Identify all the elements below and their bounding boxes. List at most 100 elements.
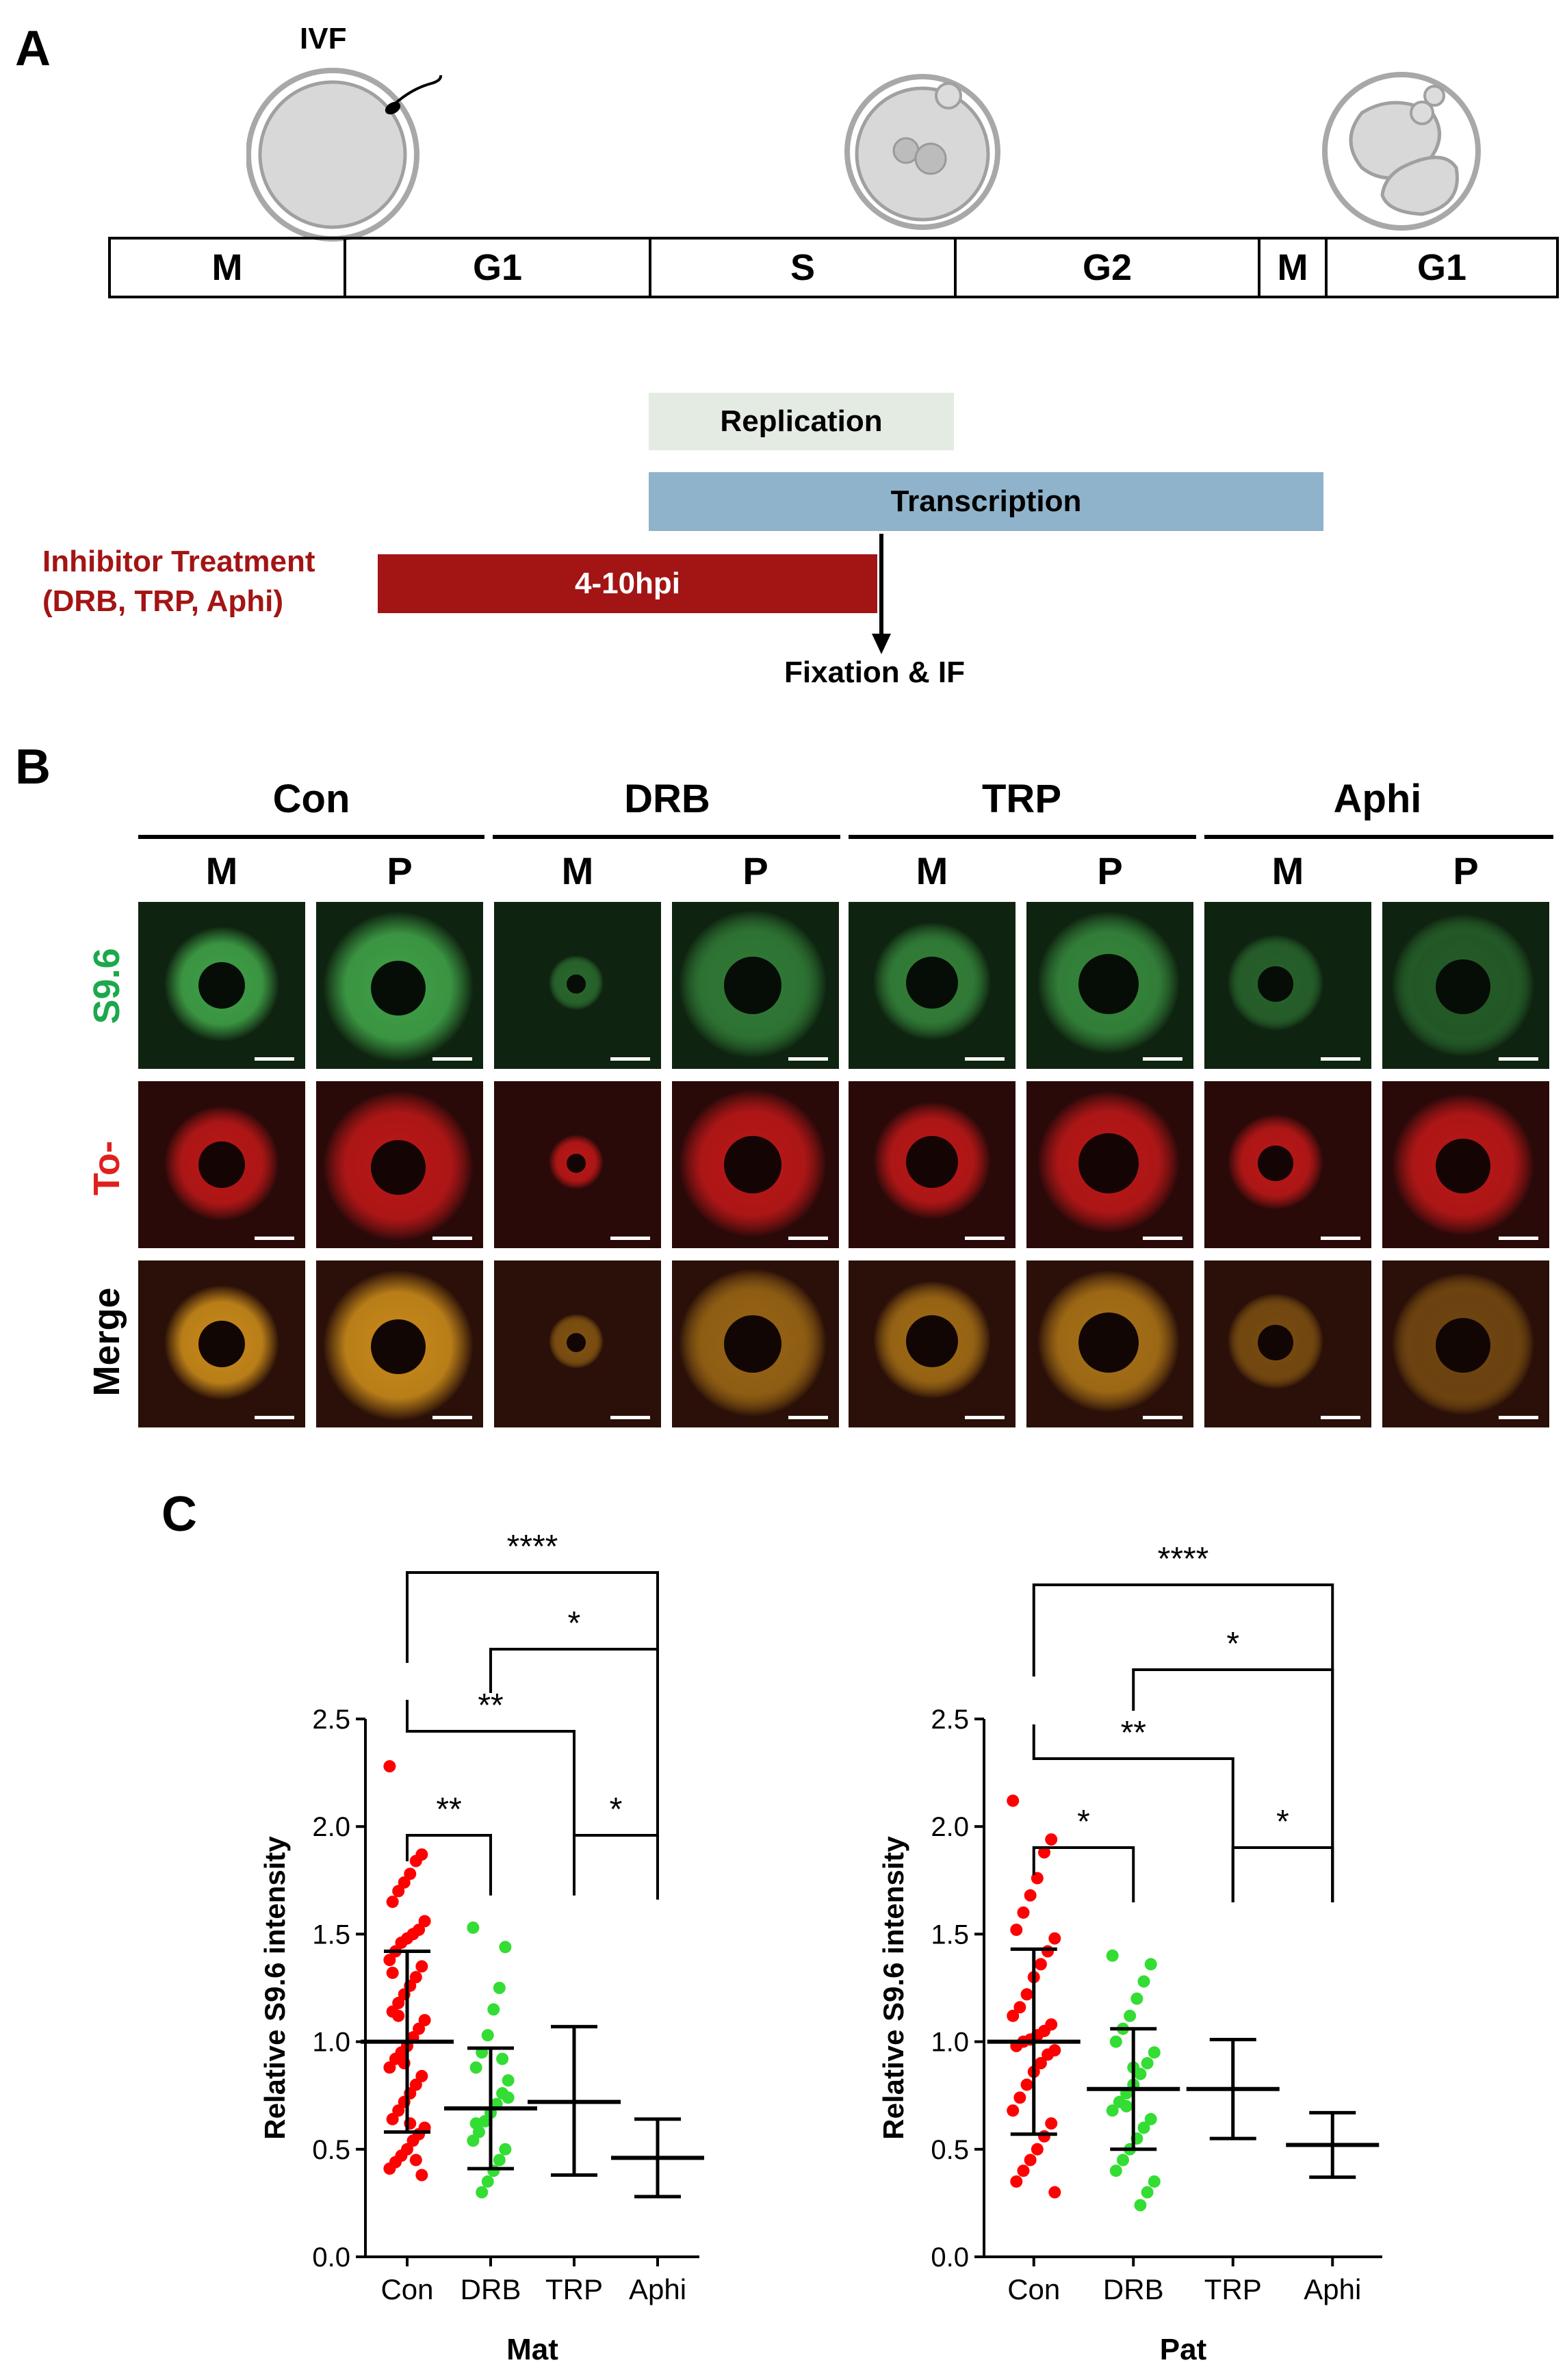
y-axis-title: Relative S9.6 intensity (877, 1836, 909, 2140)
ivf-label: IVF (300, 22, 347, 55)
data-point (1020, 2078, 1033, 2091)
data-point (1007, 2104, 1020, 2117)
data-point (418, 2014, 431, 2027)
significance-bracket (1032, 1846, 1135, 1902)
group-title-trp: TRP (982, 777, 1061, 821)
transcription-bar: Transcription (649, 472, 1323, 531)
data-point (467, 1921, 480, 1934)
x-tick-label: Con (1007, 2273, 1060, 2305)
y-tick-label: 0.5 (312, 2135, 350, 2165)
phase-g1-2: G1 (1417, 247, 1467, 288)
scale-bar (1499, 1237, 1538, 1240)
data-point (1031, 2143, 1044, 2156)
y-tick-label: 2.0 (931, 1812, 969, 1842)
y-tick-label: 1.0 (931, 2028, 969, 2058)
significance-bracket (406, 1571, 659, 1900)
micrograph-tile (1382, 1081, 1549, 1248)
micrograph-tile (1382, 1260, 1549, 1427)
data-point (398, 1876, 411, 1889)
data-point (1106, 2104, 1119, 2117)
scale-bar (1499, 1416, 1538, 1419)
row-label-to: To- (86, 1141, 127, 1195)
panel-b-letter: B (15, 740, 51, 794)
micrograph-tile (1204, 1081, 1371, 1248)
data-point (392, 1885, 405, 1898)
micrograph-tile (1204, 1260, 1371, 1427)
subgroup-label-m: M (1271, 849, 1304, 892)
data-point (395, 1936, 408, 1949)
group-line-trp (849, 835, 1196, 839)
data-point (1042, 1945, 1055, 1958)
cell-cycle-phase-bar: M G1 S G2 M G1 (108, 237, 1559, 298)
data-point (469, 2061, 482, 2074)
group-title-aphi: Aphi (1333, 777, 1422, 821)
data-point (409, 2153, 422, 2166)
scale-bar (788, 1237, 828, 1240)
scale-bar (965, 1237, 1005, 1240)
data-point (1141, 2186, 1154, 2199)
scale-bar (610, 1057, 650, 1061)
scale-bar (255, 1416, 294, 1419)
data-point (1116, 2153, 1129, 2166)
data-point (1038, 2130, 1051, 2143)
micrograph-tile (316, 902, 483, 1069)
subgroup-label-m: M (561, 849, 594, 892)
x-tick-label: TRP (1204, 2273, 1262, 2305)
data-point (1031, 1872, 1044, 1885)
data-point (386, 1966, 399, 1979)
scale-bar (1321, 1416, 1360, 1419)
inhibitor-line-2: (DRB, TRP, Aphi) (42, 584, 283, 618)
micrograph-tile (672, 1081, 839, 1248)
micrograph-tile (1382, 902, 1549, 1069)
panel-a-letter: A (15, 21, 51, 76)
group-line-aphi (1204, 835, 1553, 839)
data-point (1120, 2099, 1133, 2112)
x-tick-label: DRB (461, 2273, 521, 2305)
inhibitor-line-1: Inhibitor Treatment (42, 545, 315, 578)
panel-c-letter: C (161, 1487, 197, 1542)
data-point (493, 1982, 506, 1994)
data-point (499, 2143, 512, 2156)
phase-s: S (651, 240, 957, 296)
significance-label: ** (436, 1792, 461, 1828)
data-point (1106, 1949, 1119, 1962)
data-point (1017, 1906, 1030, 1919)
scale-bar (1321, 1057, 1360, 1061)
micrograph-tile (494, 902, 661, 1069)
replication-bar: Replication (649, 393, 954, 450)
data-point (415, 2069, 428, 2082)
micrograph-tile (672, 902, 839, 1069)
x-axis-title: Pat (1160, 2333, 1207, 2366)
data-point (1010, 1924, 1023, 1937)
scale-bar (432, 1237, 472, 1240)
micrograph-tile (672, 1260, 839, 1427)
data-point (476, 2186, 489, 2199)
data-point (1124, 2009, 1137, 2022)
subgroup-label-p: P (1097, 849, 1123, 892)
group-title-con: Con (272, 777, 350, 821)
row-label-s96: S9.6 (86, 948, 127, 1024)
y-tick-label: 2.5 (312, 1705, 350, 1735)
subgroup-label-p: P (387, 849, 413, 892)
y-axis-title: Relative S9.6 intensity (259, 1836, 291, 2140)
data-point (1007, 2009, 1020, 2022)
micrograph-tile (849, 902, 1016, 1069)
phase-m-2: M (1260, 240, 1328, 296)
data-point (415, 1960, 428, 1973)
phase-g2: G2 (957, 240, 1260, 296)
inhibitor-treatment-label: Inhibitor Treatment (DRB, TRP, Aphi) (42, 542, 315, 621)
micrograph-tile (494, 1081, 661, 1248)
data-point (1020, 1988, 1033, 2001)
x-tick-label: TRP (545, 2273, 603, 2305)
data-point (487, 2003, 500, 2016)
data-point (413, 2022, 426, 2035)
data-point (493, 2153, 506, 2166)
data-point (1137, 1975, 1150, 1988)
significance-label: * (1077, 1804, 1090, 1840)
significance-bracket (489, 1648, 659, 1900)
data-point (418, 1915, 431, 1928)
micrograph-tile (1026, 1260, 1193, 1427)
data-point (1045, 1833, 1058, 1846)
data-point (409, 2078, 422, 2091)
